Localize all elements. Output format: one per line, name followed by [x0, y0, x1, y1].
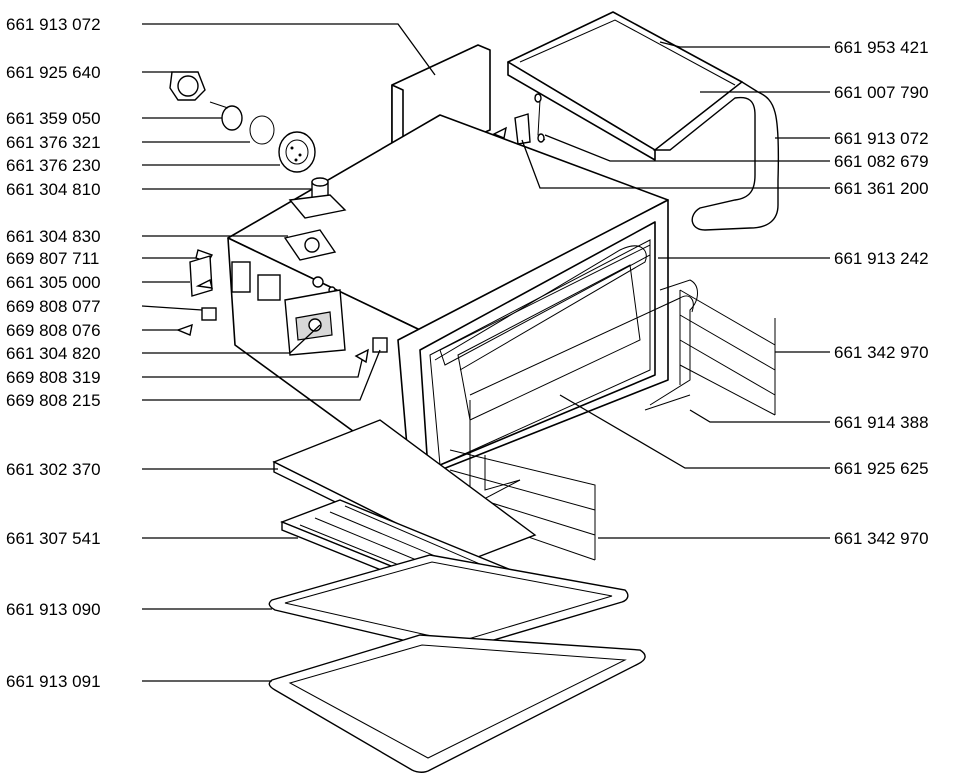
part-number-label: 661 376 230: [6, 156, 101, 175]
part-number-label: 661 376 321: [6, 133, 101, 152]
part-number-label: 669 808 077: [6, 297, 101, 316]
part-number-label: 661 914 388: [834, 413, 929, 432]
part-number-label: 661 007 790: [834, 83, 929, 102]
part-number-label: 661 913 242: [834, 249, 929, 268]
part-number-label: 669 808 076: [6, 321, 101, 340]
part-number-label: 661 304 810: [6, 180, 101, 199]
part-number-label: 669 807 711: [6, 249, 99, 268]
lamp-assembly: [169, 71, 316, 173]
part-number-label: 661 304 820: [6, 344, 101, 363]
part-number-label: 661 913 091: [6, 672, 101, 691]
screws-and-clips: [176, 126, 507, 364]
part-number-label: 669 808 215: [6, 391, 101, 410]
part-number-label: 669 808 319: [6, 368, 101, 387]
part-number-label: 661 304 830: [6, 227, 101, 246]
shelf-runners-lower: [449, 449, 596, 561]
part-number-label: 661 082 679: [834, 152, 929, 171]
shelf-runners-right: [644, 289, 776, 416]
part-number-label: 661 953 421: [834, 38, 929, 57]
part-number-label: 661 342 970: [834, 343, 929, 362]
leader-lines: [141, 23, 830, 682]
part-number-label: 661 307 541: [6, 529, 101, 548]
door-switch-and-cable: [514, 93, 546, 145]
thermostat-parts: [283, 177, 347, 261]
parts-drawing: [169, 11, 780, 773]
oven-cavity: [227, 114, 698, 505]
part-number-label: 661 913 072: [6, 15, 101, 34]
part-number-label: 661 913 072: [834, 129, 929, 148]
part-number-label: 661 361 200: [834, 179, 929, 198]
part-number-label: 661 305 000: [6, 273, 101, 292]
part-number-label: 661 913 090: [6, 600, 101, 619]
part-number-label: 661 302 370: [6, 460, 101, 479]
part-number-label: 661 925 640: [6, 63, 101, 82]
baking-tray-lower: [268, 634, 646, 773]
part-number-label: 661 359 050: [6, 109, 101, 128]
top-insulation-wrap: [507, 11, 780, 231]
part-number-label: 661 342 970: [834, 529, 929, 548]
right-labels: 661 953 421 661 007 790 661 913 072 661 …: [834, 38, 929, 548]
left-labels: 661 913 072 661 925 640 661 359 050 661 …: [6, 15, 101, 691]
part-number-label: 661 925 625: [834, 459, 929, 478]
